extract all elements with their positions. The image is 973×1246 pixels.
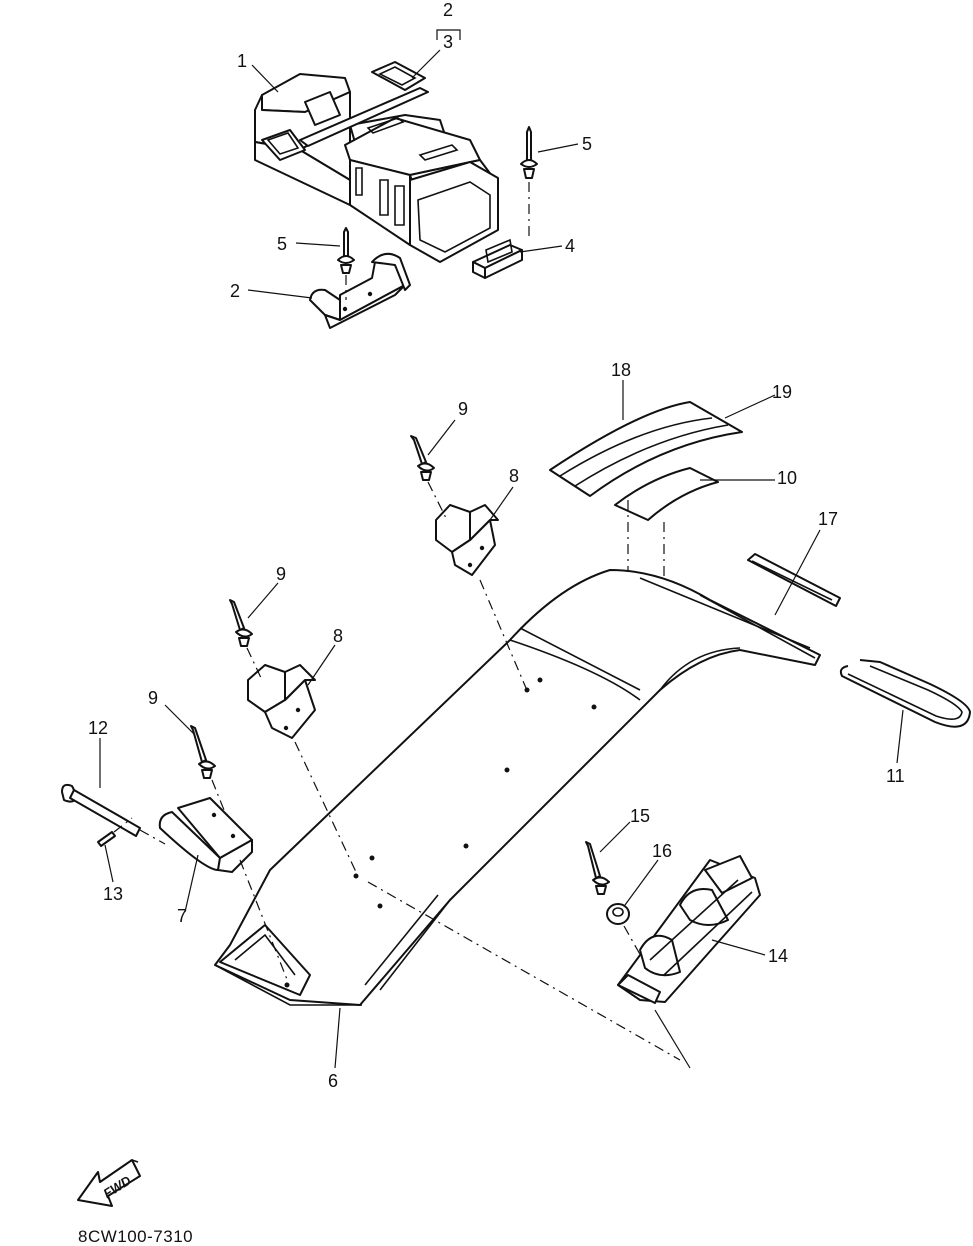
callout-18: 18	[611, 360, 631, 380]
callout-15: 15	[630, 806, 650, 826]
callout-14: 14	[768, 946, 788, 966]
callout-2: 2	[230, 281, 240, 301]
callout-7: 7	[177, 906, 187, 926]
fwd-arrow-icon: FWD	[77, 1159, 141, 1207]
leader-lines	[99, 29, 904, 1069]
part-10-pad	[614, 467, 719, 521]
part-13-split-pin	[97, 817, 133, 847]
part-7-hinge	[158, 797, 289, 983]
callout-1: 1	[237, 51, 247, 71]
callout-9-lower: 9	[148, 688, 158, 708]
callout-9-middle: 9	[276, 564, 286, 584]
part-8-hinge-middle	[247, 664, 357, 873]
callout-13: 13	[103, 884, 123, 904]
diagram-code: 8CW100-7310	[78, 1227, 193, 1246]
callout-11: 11	[886, 766, 905, 786]
part-11-handle	[839, 659, 971, 728]
callout-10: 10	[777, 468, 797, 488]
callout-6: 6	[328, 1071, 338, 1091]
part-14-latch	[617, 855, 761, 1004]
callout-4: 4	[565, 236, 575, 256]
callout-5-right: 5	[582, 134, 592, 154]
callout-2-top: 2	[443, 0, 453, 20]
callout-labels: 1 2 3 5 5 4 2 18 19 9 10 8 17 9 8 9 12 1…	[88, 0, 905, 1091]
callout-3: 3	[443, 32, 453, 52]
callout-17: 17	[818, 509, 838, 529]
callout-12: 12	[88, 718, 108, 738]
callout-9-upper: 9	[458, 399, 468, 419]
part-9-rivet-upper	[410, 435, 448, 521]
callout-8-upper: 8	[509, 466, 519, 486]
callout-5-left: 5	[277, 234, 287, 254]
part-1-cover	[254, 61, 499, 263]
callout-16: 16	[652, 841, 672, 861]
part-6-base-plate	[214, 569, 821, 1069]
callout-8-middle: 8	[333, 626, 343, 646]
part-9-rivet-middle	[229, 599, 263, 681]
part-15-rivet	[585, 841, 610, 895]
part-5-rivet-left	[337, 227, 355, 300]
part-18-19-tape	[549, 401, 743, 497]
part-5-rivet-right	[520, 126, 538, 240]
part-4-clip	[472, 238, 523, 279]
part-2-bracket	[309, 252, 411, 329]
part-8-hinge-upper	[435, 504, 527, 689]
part-12-pin	[61, 783, 166, 845]
callout-19: 19	[772, 382, 792, 402]
